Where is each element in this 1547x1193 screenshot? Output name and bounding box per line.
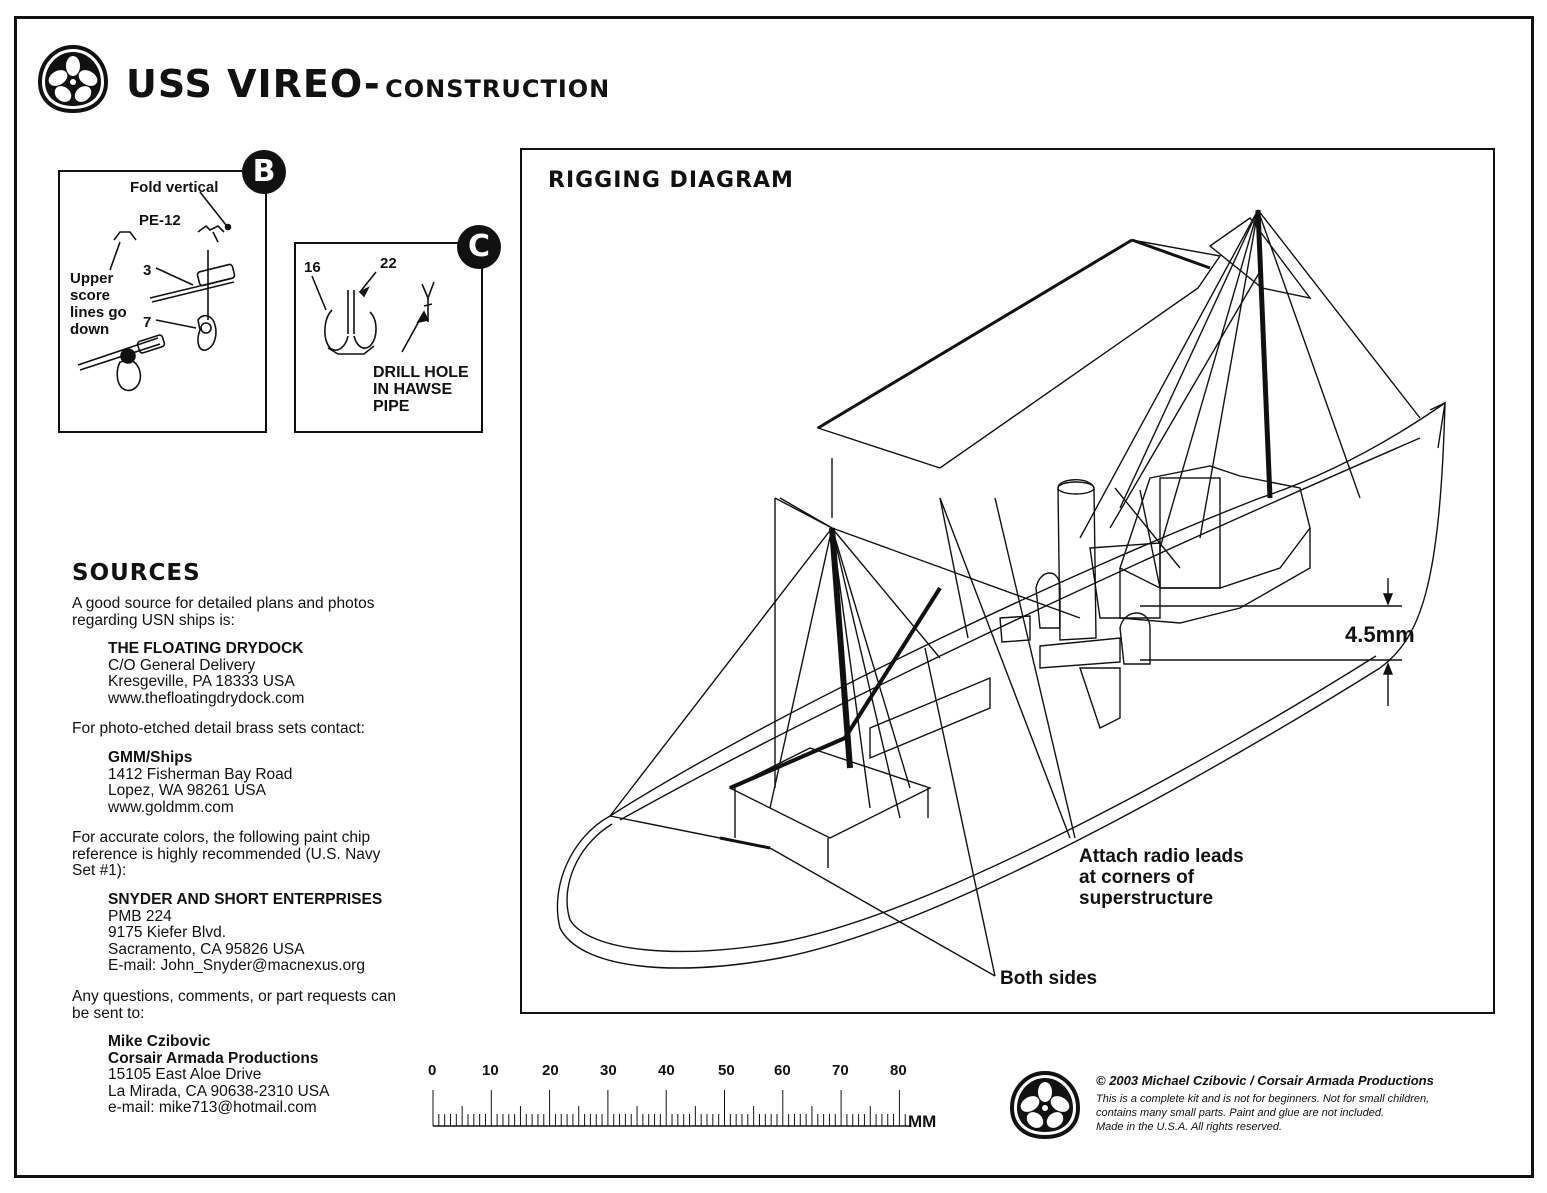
part-7-label: 7	[143, 314, 152, 331]
sources-heading: SOURCES	[72, 560, 201, 586]
pe12-label: PE-12	[139, 212, 181, 229]
text-line: reference is highly recommended (U.S. Na…	[72, 845, 381, 863]
panel-c-badge: C	[457, 225, 501, 269]
radio-leads-line: Attach radio leads	[1079, 846, 1244, 867]
contact-email[interactable]: e-mail: mike713@hotmail.com	[108, 1099, 317, 1116]
upper-score-line: lines go	[70, 304, 127, 321]
upper-score-line: score	[70, 287, 111, 304]
title-main: USS VIREO-	[126, 62, 381, 106]
ruler-number: 0	[428, 1062, 437, 1079]
upper-score-label: Upper score lines go down	[70, 270, 127, 338]
ruler-unit: MM	[908, 1112, 937, 1131]
panel-b	[58, 170, 267, 433]
copyright-body: This is a complete kit and is not for be…	[1096, 1092, 1496, 1134]
drydock-address: THE FLOATING DRYDOCK C/O General Deliver…	[108, 640, 305, 707]
source-intro: For accurate colors, the following paint…	[72, 829, 381, 880]
corsair-armada-logo	[37, 44, 109, 114]
source-intro: For photo-etched detail brass sets conta…	[72, 720, 365, 738]
ruler-ticks	[432, 1090, 910, 1127]
drill-hole-line: IN HAWSE	[373, 381, 453, 398]
part-22-label: 22	[380, 255, 397, 272]
text-line: 15105 East Aloe Drive	[108, 1066, 262, 1083]
drydock-name: THE FLOATING DRYDOCK	[108, 640, 304, 657]
both-sides-label: Both sides	[1000, 968, 1098, 989]
mm-ruler: 0 10 20 30 40 50 60 70 80 MM	[420, 1062, 950, 1132]
gmm-name: GMM/Ships	[108, 749, 193, 766]
text-line: For accurate colors, the following paint…	[72, 829, 371, 846]
radio-leads-line: at corners of	[1079, 867, 1195, 888]
text-line: Set #1):	[72, 862, 127, 879]
panel-b-badge: B	[242, 150, 286, 194]
ruler-number: 60	[774, 1062, 791, 1079]
title-sub: CONSTRUCTION	[385, 75, 611, 103]
part-3-label: 3	[143, 262, 152, 279]
text-line: be sent to:	[72, 1004, 145, 1022]
snyder-name: SNYDER AND SHORT ENTERPRISES	[108, 891, 383, 908]
page-title: USS VIREO- CONSTRUCTION	[126, 62, 610, 106]
text-line: 1412 Fisherman Bay Road	[108, 765, 293, 783]
text-line: Kresgeville, PA 18333 USA	[108, 673, 295, 690]
page-frame	[14, 16, 1534, 1178]
copyright-heading: © 2003 Michael Czibovic / Corsair Armada…	[1096, 1073, 1434, 1088]
contact-name: Mike Czibovic	[108, 1033, 211, 1050]
ruler-number: 20	[542, 1062, 559, 1079]
copyright-line: contains many small parts. Paint and glu…	[1096, 1107, 1384, 1119]
upper-score-line: down	[70, 321, 110, 338]
fold-vertical-label: Fold vertical	[130, 179, 219, 196]
dimension-label: 4.5mm	[1345, 622, 1415, 647]
corsair-armada-logo-bottom	[1009, 1070, 1081, 1140]
snyder-address: SNYDER AND SHORT ENTERPRISES PMB 224 917…	[108, 891, 383, 975]
drill-hole-line: PIPE	[373, 398, 410, 415]
gmm-website[interactable]: www.goldmm.com	[108, 798, 234, 816]
ruler-number: 50	[718, 1062, 735, 1079]
text-line: Lopez, WA 98261 USA	[108, 782, 266, 799]
text-line: A good source for detailed plans and pho…	[72, 595, 375, 612]
source-intro: A good source for detailed plans and pho…	[72, 595, 375, 629]
text-line: regarding USN ships is:	[72, 611, 235, 629]
drill-hole-label: DRILL HOLE IN HAWSE PIPE	[373, 364, 469, 415]
ruler-number: 10	[482, 1062, 499, 1079]
copyright-line: Made in the U.S.A. All rights reserved.	[1096, 1121, 1283, 1133]
ship-rigging-drawing	[556, 209, 1446, 977]
source-intro: Any questions, comments, or part request…	[72, 988, 396, 1022]
text-line: C/O General Delivery	[108, 656, 256, 674]
radio-leads-line: superstructure	[1079, 888, 1214, 909]
panel-b-drawing	[77, 191, 236, 392]
copyright-block: © 2003 Michael Czibovic / Corsair Armada…	[1096, 1073, 1496, 1134]
drydock-website[interactable]: www.thefloatingdrydock.com	[108, 689, 305, 707]
text-line: PMB 224	[108, 907, 172, 925]
text-line: For photo-etched detail brass sets conta…	[72, 720, 365, 737]
snyder-email[interactable]: E-mail: John_Snyder@macnexus.org	[108, 957, 365, 974]
contact-company: Corsair Armada Productions	[108, 1049, 319, 1067]
text-line: Any questions, comments, or part request…	[72, 988, 396, 1005]
text-line: La Mirada, CA 90638-2310 USA	[108, 1082, 330, 1100]
part-16-label: 16	[304, 259, 321, 276]
gmm-address: GMM/Ships 1412 Fisherman Bay Road Lopez,…	[108, 749, 293, 816]
upper-score-line: Upper	[70, 270, 114, 287]
rigging-title: RIGGING DIAGRAM	[548, 168, 794, 193]
drill-hole-line: DRILL HOLE	[373, 364, 469, 381]
contact-address: Mike Czibovic Corsair Armada Productions…	[108, 1033, 330, 1117]
copyright-line: This is a complete kit and is not for be…	[1096, 1093, 1430, 1105]
rigging-diagram-panel	[520, 148, 1495, 1014]
anchor-drawing	[311, 271, 435, 355]
radio-leads-label: Attach radio leads at corners of superst…	[1079, 846, 1244, 909]
ruler-number: 70	[832, 1062, 849, 1079]
ruler-number: 30	[600, 1062, 617, 1079]
text-line: 9175 Kiefer Blvd.	[108, 924, 227, 941]
text-line: Sacramento, CA 95826 USA	[108, 940, 305, 958]
ruler-number: 40	[658, 1062, 675, 1079]
ruler-number: 80	[890, 1062, 907, 1079]
